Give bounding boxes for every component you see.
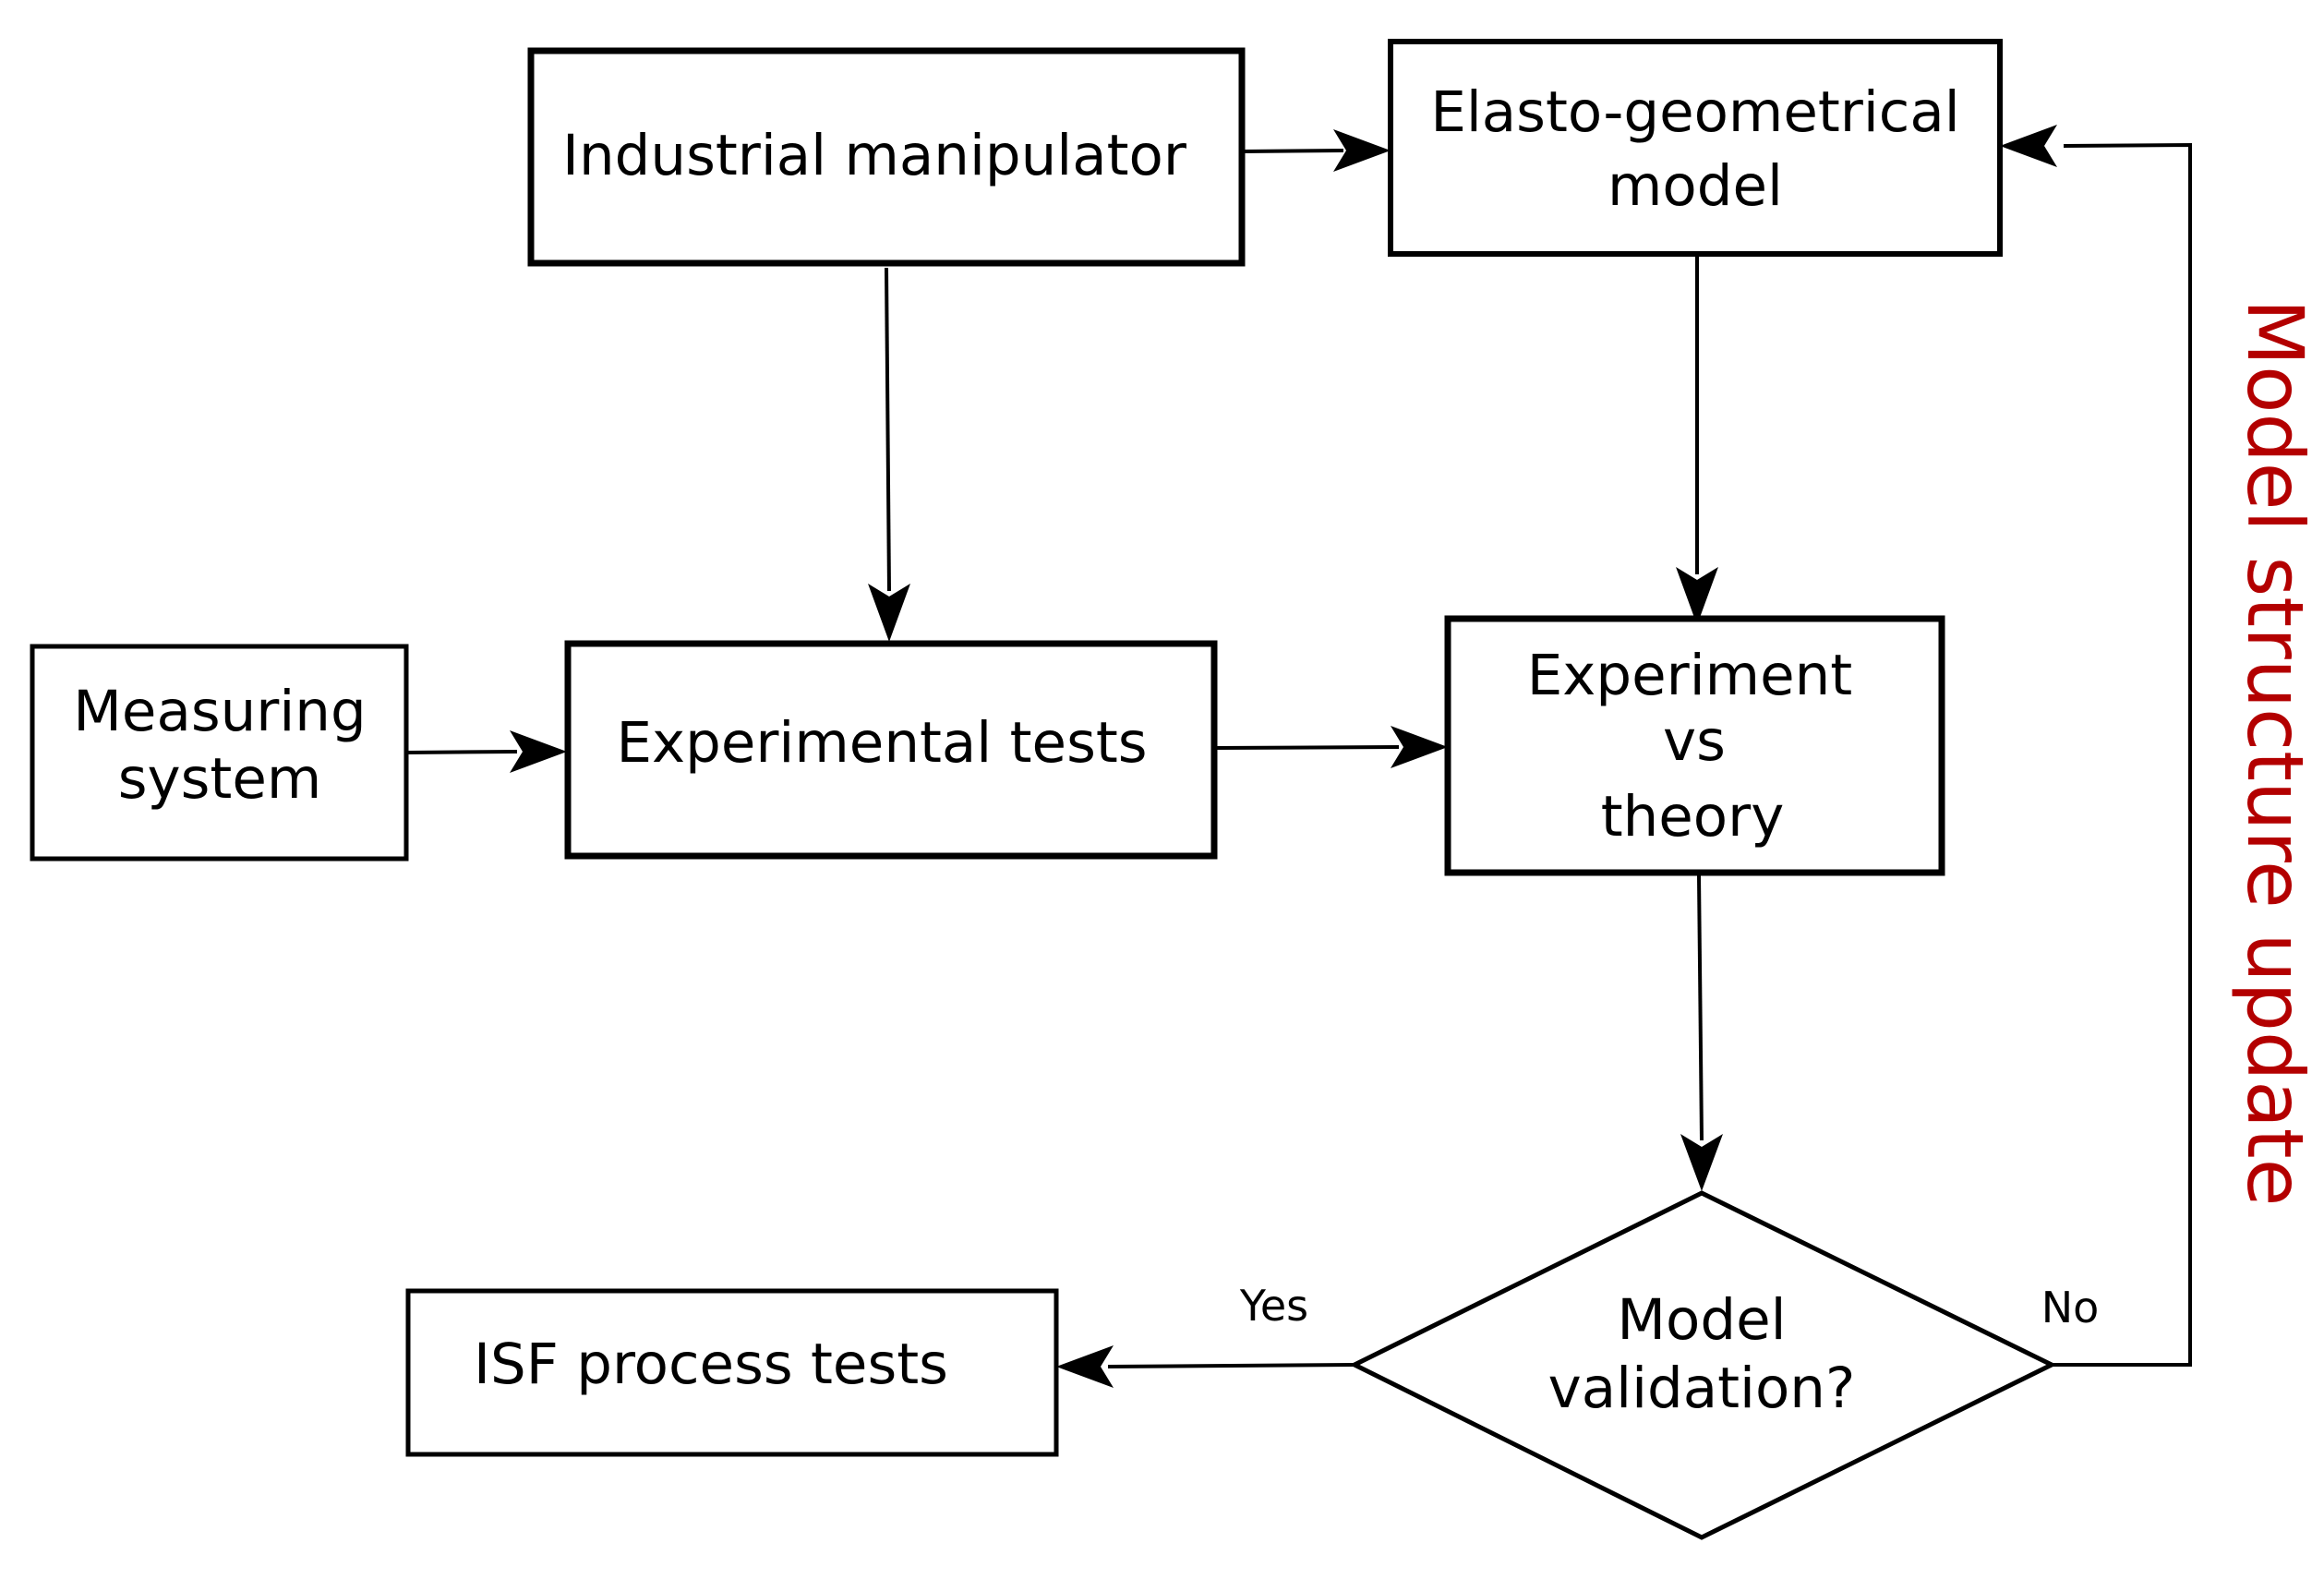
measuring-system-label-line1: Measuring bbox=[73, 679, 366, 744]
node-industrial-manipulator: Industrial manipulator bbox=[527, 47, 1246, 267]
experiment-vs-theory-box bbox=[1444, 615, 1945, 876]
edge-label-no: No bbox=[2041, 1283, 2100, 1332]
arrowhead-to-validation bbox=[1680, 1134, 1723, 1191]
feedback-label: Model structure update bbox=[2230, 299, 2320, 1207]
edge-measuring-to-tests bbox=[405, 750, 518, 754]
elasto-geometrical-model-box bbox=[1388, 39, 2003, 257]
node-elasto-geometrical-model: Elasto-geometrical model bbox=[1388, 39, 2003, 257]
arrowhead-to-comparison-from-tests bbox=[1391, 726, 1448, 768]
arrowhead-to-model bbox=[1333, 129, 1391, 172]
arrowhead-to-tests-from-measuring bbox=[510, 730, 567, 773]
elasto-geometrical-model-label-line1: Elasto-geometrical bbox=[1430, 79, 1959, 145]
elasto-geometrical-model-label-line2: model bbox=[1608, 153, 1783, 219]
arrowhead-to-tests-from-manipulator bbox=[868, 584, 910, 642]
edge-manipulator-to-tests bbox=[885, 267, 891, 592]
model-validation-label-line1: Model bbox=[1617, 1287, 1786, 1353]
node-experiment-vs-theory: Experiment vs theory bbox=[1444, 615, 1945, 876]
arrowhead-feedback-to-model bbox=[2000, 125, 2057, 167]
industrial-manipulator-box bbox=[527, 47, 1246, 267]
measuring-system-label-line2: system bbox=[118, 746, 322, 812]
industrial-manipulator-label: Industrial manipulator bbox=[562, 123, 1187, 188]
edge-tests-to-comparison bbox=[1213, 745, 1400, 750]
experiment-vs-theory-label-line1: Experiment bbox=[1527, 643, 1852, 708]
experiment-vs-theory-label-line3: theory bbox=[1601, 784, 1785, 850]
edge-label-yes: Yes bbox=[1239, 1281, 1308, 1331]
experimental-tests-box bbox=[564, 640, 1218, 860]
isf-process-tests-label: ISF process tests bbox=[474, 1332, 948, 1397]
experimental-tests-label: Experimental tests bbox=[616, 710, 1147, 776]
edge-validation-no-feedback bbox=[2052, 142, 2192, 1367]
arrowhead-to-isf bbox=[1056, 1345, 1114, 1388]
node-experimental-tests: Experimental tests bbox=[564, 640, 1218, 860]
experiment-vs-theory-label-line2: vs bbox=[1663, 708, 1726, 774]
model-validation-label-line2: validation? bbox=[1548, 1356, 1856, 1421]
arrowheads bbox=[510, 125, 2057, 1388]
node-isf-process-tests: ISF process tests bbox=[405, 1288, 1059, 1457]
arrowhead-to-comparison-from-model bbox=[1676, 567, 1718, 625]
node-model-validation: Model validation? bbox=[1349, 1190, 2057, 1540]
connectors bbox=[405, 142, 2192, 1368]
isf-process-tests-box bbox=[405, 1288, 1059, 1457]
edge-comparison-to-validation bbox=[1697, 874, 1704, 1141]
node-measuring-system: Measuring system bbox=[30, 644, 409, 862]
edge-validation-yes-to-isf bbox=[1107, 1363, 1355, 1368]
model-validation-diamond bbox=[1349, 1190, 2057, 1540]
measuring-system-box bbox=[30, 644, 409, 862]
